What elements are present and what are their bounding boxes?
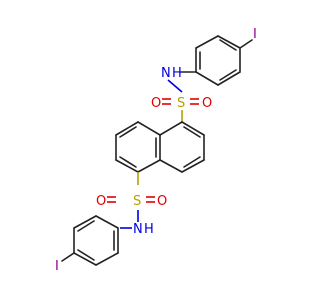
ring-bond bbox=[181, 159, 205, 173]
ring-double-bond bbox=[77, 220, 95, 232]
ring-double-bond bbox=[183, 156, 201, 168]
ring-bond bbox=[73, 252, 97, 266]
ring-bond bbox=[195, 35, 219, 49]
ring-bond bbox=[115, 159, 139, 173]
ring-bond bbox=[217, 71, 241, 86]
atom-label-hydrogen-top: H bbox=[172, 66, 182, 81]
atom-label-hydrogen-bottom: H bbox=[144, 222, 154, 237]
c-i-bond-bottom bbox=[61, 252, 75, 262]
atom-label-nitrogen-top: N bbox=[161, 66, 171, 81]
bottom-iodophenyl-ring bbox=[73, 215, 119, 266]
ring-bond bbox=[73, 215, 97, 229]
naphthalene-core bbox=[115, 121, 205, 173]
ring-bond bbox=[137, 121, 161, 136]
ring-bond bbox=[95, 215, 119, 229]
ring-bond bbox=[159, 159, 183, 173]
ring-bond bbox=[195, 71, 219, 86]
atom-label-sulfur-top: S bbox=[177, 96, 185, 111]
molecule-structure-drawing: I N H S O O S O O N H I bbox=[55, 27, 257, 274]
atom-label-iodine-bottom: I bbox=[55, 259, 59, 274]
ring-double-bond bbox=[119, 156, 137, 168]
ring-double-bond bbox=[183, 126, 201, 138]
n-s-bond-top bbox=[167, 79, 183, 93]
ring-bond bbox=[217, 35, 241, 49]
ring-double-bond bbox=[77, 249, 95, 261]
ring-double-bond bbox=[219, 69, 237, 81]
atom-label-oxygen-bottom-left: O bbox=[96, 194, 106, 209]
ring-bond bbox=[137, 159, 161, 173]
ring-bond bbox=[115, 121, 139, 136]
atom-label-oxygen-top-right: O bbox=[202, 96, 212, 111]
ring-bond bbox=[181, 121, 205, 136]
atom-label-iodine-top: I bbox=[253, 27, 257, 42]
ring-bond bbox=[159, 121, 183, 136]
atom-label-oxygen-top-left: O bbox=[151, 96, 161, 111]
top-iodophenyl-ring bbox=[195, 35, 241, 86]
atom-label-nitrogen-bottom: N bbox=[133, 222, 143, 237]
ring-bond bbox=[95, 252, 119, 266]
molecule-structure-canvas: I N H S O O S O O N H I bbox=[55, 27, 257, 274]
ring-double-bond bbox=[119, 126, 137, 138]
c-i-bond-top bbox=[239, 39, 253, 49]
atom-label-sulfur-bottom: S bbox=[133, 194, 141, 209]
ring-double-bond bbox=[219, 39, 237, 51]
atom-label-oxygen-bottom-right: O bbox=[157, 194, 167, 209]
